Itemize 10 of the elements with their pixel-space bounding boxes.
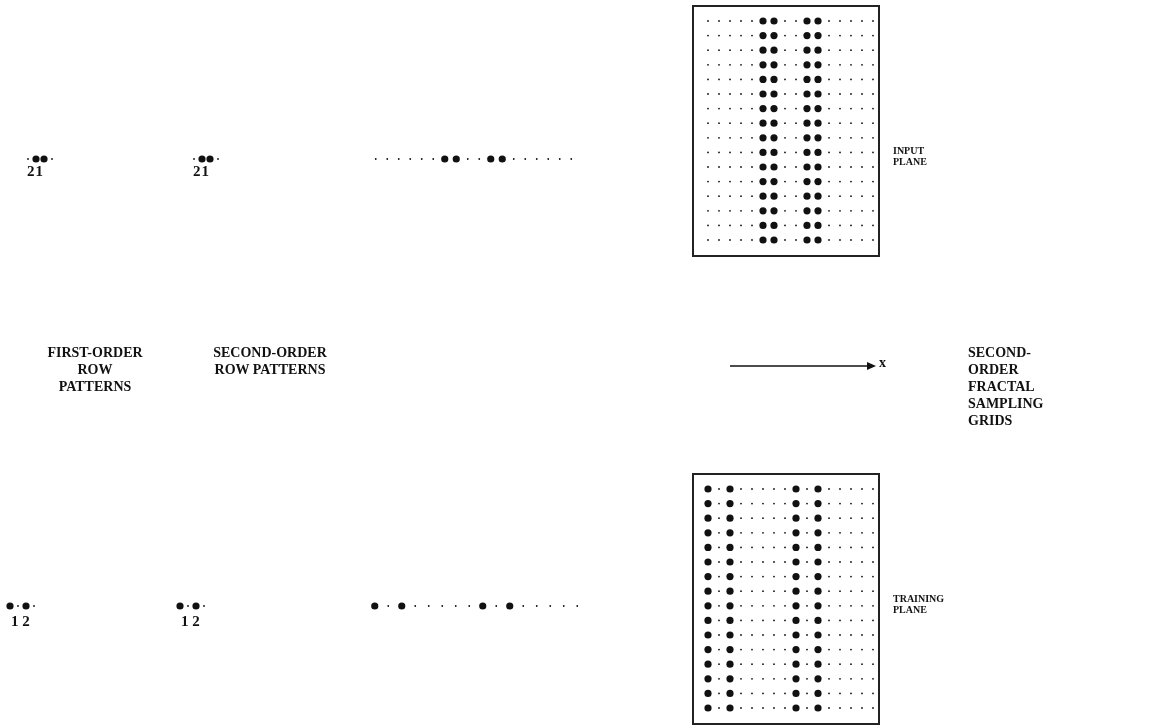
pattern-index: 1 2	[11, 614, 30, 629]
pattern-index: 21	[193, 164, 210, 179]
pattern-index: 21	[27, 164, 44, 179]
pattern-index: 1 2	[181, 614, 200, 629]
caption: SECOND-ORDER ROW PATTERNS	[212, 344, 328, 378]
caption: SECOND-ORDER FRACTAL SAMPLING GRIDS	[968, 344, 1045, 429]
axis-label: x	[879, 356, 886, 370]
plane-label: TRAINING PLANE	[893, 593, 946, 615]
caption: FIRST-ORDER ROW PATTERNS	[46, 344, 144, 395]
plane-label: INPUT PLANE	[893, 145, 928, 167]
